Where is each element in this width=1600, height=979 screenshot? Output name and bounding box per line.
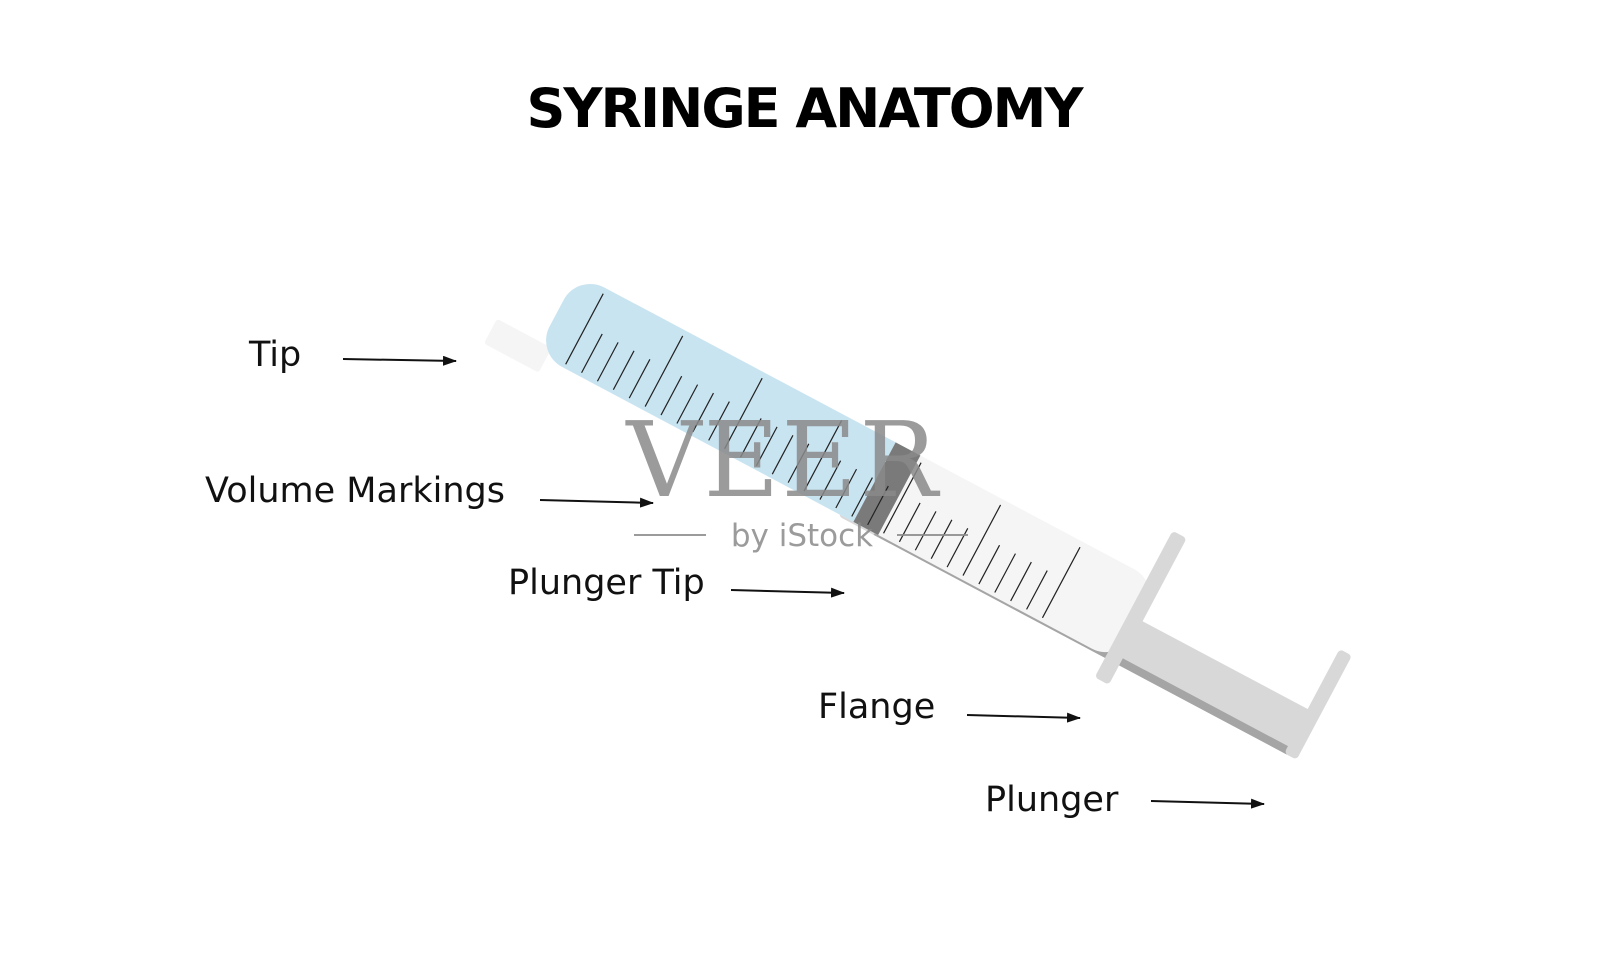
- volume-tick: [612, 350, 635, 390]
- volume-tick: [883, 462, 922, 534]
- volume-tick: [565, 293, 604, 365]
- volume-tick: [787, 443, 810, 483]
- volume-tick: [708, 401, 730, 441]
- volume-tick: [581, 333, 603, 374]
- flange: [1096, 532, 1186, 684]
- volume-tick: [978, 544, 1001, 585]
- volume-markings: [565, 293, 1081, 619]
- volume-tick: [676, 384, 699, 424]
- syringe-tip: [484, 319, 551, 372]
- volume-tick: [644, 335, 684, 407]
- volume-tick: [819, 460, 842, 500]
- volume-tick: [724, 377, 763, 450]
- label-plunger-tip: Plunger Tip: [508, 563, 705, 603]
- volume-tick: [660, 375, 683, 416]
- watermark: VEER by iStock: [624, 399, 968, 554]
- volume-tick: [803, 420, 843, 492]
- volume-tick: [1041, 546, 1081, 619]
- watermark-main: VEER: [624, 399, 940, 521]
- plunger-thumb-press: [1285, 650, 1351, 759]
- label-tip: Tip: [248, 335, 301, 375]
- volume-tick: [1026, 570, 1048, 610]
- volume-tick: [771, 435, 794, 475]
- volume-tick: [930, 519, 953, 559]
- label-volume-markings: Volume Markings: [205, 471, 505, 511]
- arrow-flange: [966, 712, 1081, 723]
- liquid: [546, 283, 908, 524]
- arrow-volume-markings: [539, 497, 654, 508]
- watermark-sub: by iStock: [731, 518, 873, 554]
- volume-tick: [914, 511, 937, 551]
- syringe: [484, 283, 1351, 759]
- label-flange: Flange: [818, 687, 935, 727]
- volume-tick: [962, 504, 1002, 576]
- arrow-plunger-tip: [730, 587, 845, 598]
- volume-tick: [835, 468, 858, 509]
- volume-tick: [596, 342, 619, 382]
- volume-tick: [628, 358, 651, 399]
- volume-tick: [994, 553, 1016, 593]
- arrow-tip: [342, 355, 457, 366]
- volume-tick: [867, 485, 889, 526]
- volume-tick: [739, 418, 762, 458]
- volume-tick: [851, 477, 873, 517]
- diagram-title: SYRINGE ANATOMY: [526, 77, 1084, 140]
- volume-tick: [692, 392, 715, 433]
- label-plunger: Plunger: [985, 780, 1119, 820]
- volume-tick: [1010, 561, 1032, 602]
- arrow-plunger: [1150, 798, 1265, 809]
- volume-tick: [755, 426, 778, 467]
